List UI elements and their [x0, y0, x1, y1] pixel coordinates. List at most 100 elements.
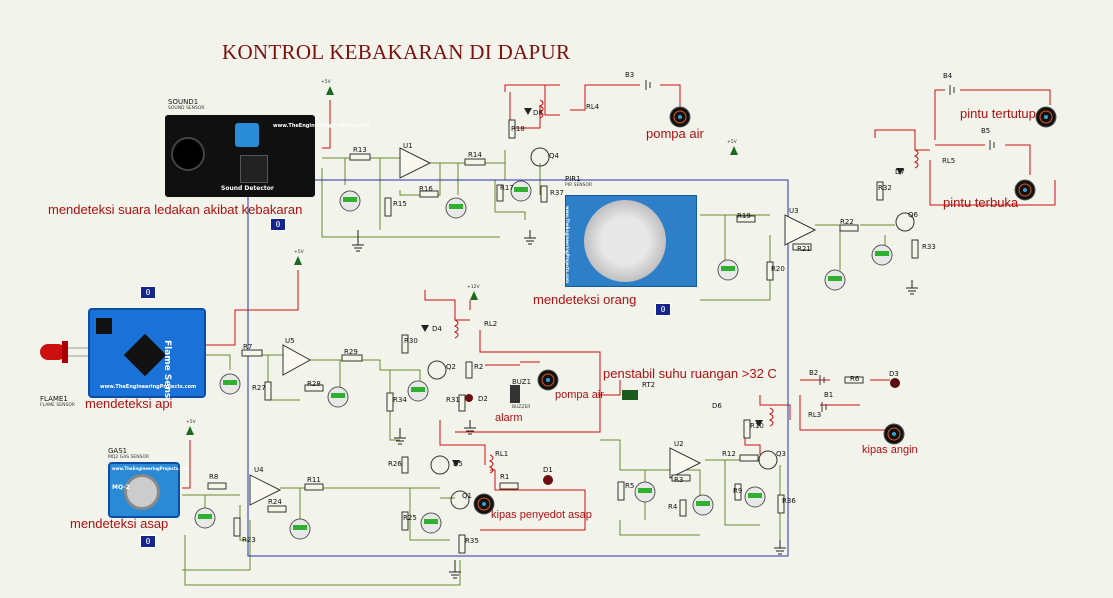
flame-sensor-desc: FLAME SENSOR	[40, 403, 76, 408]
note-door-open: pintu terbuka	[943, 195, 1019, 210]
logic-probe-gas[interactable]: 0	[140, 535, 156, 548]
gas-sensor-module[interactable]: www.TheEngineeringProjects.com MQ-2	[108, 462, 189, 518]
opamp-u2	[669, 447, 702, 479]
flame-bulb	[40, 341, 88, 363]
label-b4: B4	[943, 72, 953, 80]
flame-board-url: www.TheEngineeringProjects.com	[100, 384, 197, 390]
label-vcc-pir: +5V	[727, 140, 737, 145]
gas-sensor-name: GAS1	[108, 447, 128, 455]
label-q4: Q4	[549, 152, 559, 160]
label-r13: R13	[353, 146, 367, 154]
label-r7: R7	[243, 343, 253, 351]
logic-probe-pir[interactable]: 0	[655, 303, 671, 316]
chip-icon	[240, 155, 268, 183]
label-d1: D1	[543, 466, 553, 474]
label-vcc-12: +12V	[467, 285, 480, 290]
label-r8: R8	[209, 473, 219, 481]
label-r25: R25	[403, 514, 417, 522]
sound-sensor-url: www.TheEngineeringProjects.com	[273, 123, 370, 129]
gas-board-label: MQ-2	[112, 484, 130, 491]
potentiometer-icon	[235, 123, 259, 147]
label-rl3: RL3	[808, 411, 822, 419]
label-u5: U5	[285, 337, 295, 345]
flame-sensor-module[interactable]: Flame Sensor www.TheEngineeringProjects.…	[88, 308, 206, 409]
label-r36: R36	[782, 497, 796, 505]
label-q2: Q2	[446, 363, 456, 371]
flame-sensor-name: FLAME1	[40, 395, 68, 403]
label-r16: R16	[419, 185, 433, 193]
label-q3: Q3	[776, 450, 786, 458]
sound-sensor-module[interactable]: www.TheEngineeringProjects.com Sound Det…	[165, 115, 369, 197]
buzzer-shape	[510, 385, 520, 403]
flame-chip-icon	[123, 333, 167, 377]
thermistor-rt2	[622, 390, 638, 400]
label-u2: U2	[674, 440, 684, 448]
label-r34: R34	[393, 396, 407, 404]
gas-vcc-wire	[182, 440, 191, 489]
label-d5: D5	[453, 460, 463, 468]
logic-probe-sound[interactable]: 0	[270, 218, 286, 231]
pir-sensor-module[interactable]: www.TheEngineeringProjects.com	[565, 195, 697, 287]
sound-sensor-name: SOUND1	[168, 98, 199, 106]
label-r33: R33	[922, 243, 936, 251]
label-r1: R1	[500, 473, 510, 481]
label-d3: D3	[889, 370, 899, 378]
label-r37: R37	[550, 189, 564, 197]
sound-sensor-board-label: Sound Detector	[221, 185, 274, 192]
label-vcc-sound: +5V	[321, 80, 331, 85]
flame-vcc-wire	[200, 270, 299, 346]
opamp-u4	[249, 474, 282, 506]
note-pump-top: pompa air	[646, 126, 704, 141]
pir-dome-icon	[584, 200, 666, 282]
motors	[473, 106, 1057, 515]
label-u3: U3	[789, 207, 799, 215]
logic-probe-flame[interactable]: 0	[140, 286, 156, 299]
note-smoke: mendeteksi asap	[70, 516, 169, 531]
relay1-coil-wire	[439, 420, 486, 465]
label-d7: D7	[895, 168, 905, 176]
bus-frame	[247, 179, 789, 557]
label-b1: B1	[824, 391, 834, 399]
led-d3	[890, 378, 900, 388]
label-r24: R24	[268, 498, 282, 506]
label-r32: R32	[878, 184, 892, 192]
label-rl1: RL1	[495, 450, 509, 458]
label-r10: R10	[750, 422, 764, 430]
note-pump-mid: pompa air	[555, 389, 604, 401]
relay5-coil-wire	[874, 129, 930, 151]
label-buz1: BUZ1	[512, 378, 532, 386]
label-rl5: RL5	[942, 157, 956, 165]
label-buzzer-type: BUZZER	[512, 405, 531, 410]
opamp-u1	[399, 147, 432, 179]
ground-1	[352, 230, 364, 252]
led-d2	[465, 394, 473, 402]
label-r28: R28	[307, 380, 321, 388]
relay3-coil-wire	[759, 395, 791, 420]
note-alarm: alarm	[495, 412, 523, 424]
label-r29: R29	[344, 348, 358, 356]
gas-board-url: www.TheEngineeringProjects.com	[112, 466, 189, 471]
label-r20: R20	[771, 265, 785, 273]
label-r5: R5	[625, 482, 635, 490]
note-fan: kipas angin	[862, 444, 918, 456]
label-q1: Q1	[462, 492, 472, 500]
note-door-closed: pintu tertutup	[960, 106, 1036, 121]
sound-vcc-wire	[322, 100, 331, 149]
label-r2: R2	[474, 363, 484, 371]
label-r11: R11	[307, 476, 321, 484]
label-d4: D4	[432, 325, 442, 333]
label-rl4: RL4	[586, 103, 600, 111]
gas-mesh-icon	[124, 474, 160, 510]
opamp-u3	[784, 214, 817, 246]
label-rt2: RT2	[642, 381, 656, 389]
label-r23: R23	[242, 536, 256, 544]
label-r21: R21	[797, 245, 811, 253]
pir-board-url: www.TheEngineeringProjects.com	[565, 206, 570, 283]
label-b5: B5	[981, 127, 991, 135]
label-r14: R14	[468, 151, 482, 159]
label-b2: B2	[809, 369, 819, 377]
label-r4: R4	[668, 503, 678, 511]
label-r6: R6	[850, 375, 860, 383]
